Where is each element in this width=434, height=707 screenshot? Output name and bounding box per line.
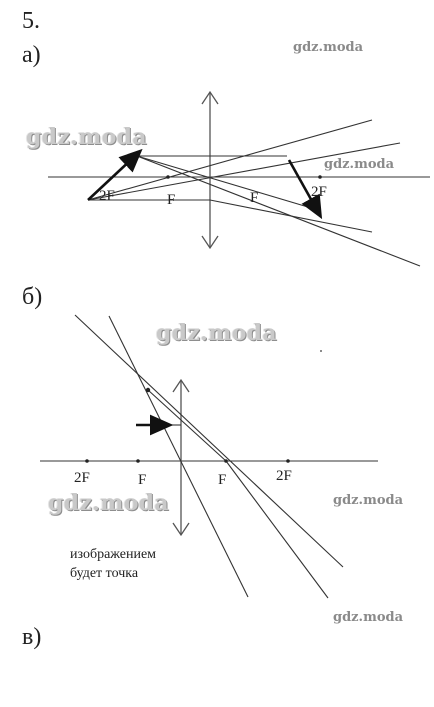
part-a-lens-top-arrow (201, 90, 219, 105)
watermark: gdz.moda (333, 493, 404, 508)
watermark: gdz.moda (156, 320, 277, 346)
part-b-2f-left-label: 2F (74, 470, 90, 486)
watermark: gdz.moda (333, 610, 404, 625)
part-a-ray (136, 155, 421, 267)
part-a-lens-bottom-arrow (201, 235, 219, 250)
part-b-ray (74, 314, 344, 568)
part-a-f-right-label: F (250, 190, 258, 206)
part-v-label: в) (22, 624, 42, 650)
part-b-ray (108, 315, 249, 598)
part-b-2f-left-dot (85, 459, 89, 463)
part-b-lens-bottom-arrow (172, 522, 190, 537)
part-a-ray (87, 142, 401, 201)
part-b-point (145, 387, 151, 393)
part-b-f-right-dot (224, 459, 228, 463)
part-b-diagram: 2F F F 2F (40, 314, 378, 599)
part-b-f-left-label: F (138, 472, 146, 488)
watermark: gdz.moda (26, 124, 147, 150)
part-b-2f-right-label: 2F (276, 468, 292, 484)
part-b-2f-right-dot (286, 459, 290, 463)
part-b-stray-dot (320, 350, 322, 352)
part-b-ray (225, 460, 329, 599)
watermark: gdz.moda (293, 40, 364, 55)
part-a-ray (87, 119, 373, 201)
watermark: gdz.moda (48, 490, 169, 516)
part-a-label: а) (22, 42, 41, 68)
part-b-ray (147, 389, 227, 462)
part-a-object-arrow (87, 148, 143, 201)
part-a-2f-right-label: 2F (311, 184, 327, 200)
watermark: gdz.moda (324, 157, 395, 172)
part-a-diagram: 2F F F 2F (48, 90, 430, 267)
part-a-focus-dot (318, 175, 322, 179)
part-b-f-right-label: F (218, 472, 226, 488)
part-b-note: изображением будет точка (70, 547, 157, 581)
part-a-ray (209, 199, 373, 233)
part-a-image-arrow (287, 159, 323, 220)
part-b-lens-top-arrow (172, 378, 190, 393)
part-b-label: б) (22, 284, 43, 310)
part-a-f-left-label: F (167, 192, 175, 208)
part-a-focus-dot (166, 175, 170, 179)
task-number: 5. (22, 8, 40, 34)
part-b-f-left-dot (136, 459, 140, 463)
part-a-ray (136, 155, 319, 211)
part-a-2f-left-label: 2F (99, 188, 115, 204)
